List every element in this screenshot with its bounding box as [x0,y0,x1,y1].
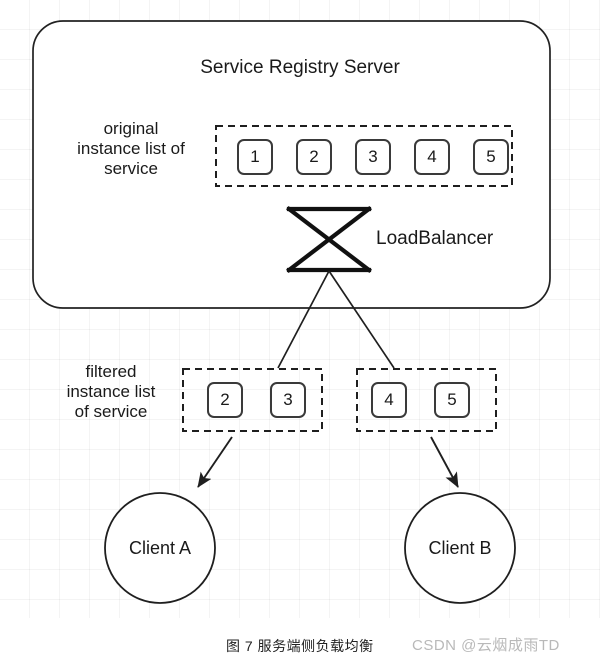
instance-node-label: 5 [486,147,496,166]
instance-node-box [270,382,306,418]
instance-node-box [473,139,509,175]
instance-node-box [434,382,470,418]
original-instance-group-box [215,125,513,187]
watermark: CSDN @云烟成雨TD [412,637,560,654]
filtered-group-b-box [356,368,497,432]
client-a-circle [104,492,216,604]
instance-node-label: 4 [384,390,394,409]
load-balancer-label: LoadBalancer [376,228,494,249]
instance-node-label: 2 [309,147,319,166]
arrow-group-b-to-client-b [430,436,459,488]
instance-node-label: 5 [447,390,457,409]
filtered-instance-list-label: filtered instance list of service [66,362,156,422]
client-a-label: Client A [128,538,192,558]
instance-node-label: 3 [283,390,293,409]
instance-node-box [355,139,391,175]
figure-caption: 图 7 服务端侧负载均衡 [226,638,374,654]
hourglass-bowtie-icon [286,206,372,273]
client-b-circle [404,492,516,604]
instance-node-box [237,139,273,175]
original-instance-list-label: original instance list of service [77,119,185,179]
arrow-group-a-to-client-a [197,436,233,488]
connector-lb-to-group-b [328,270,395,369]
instance-node-box [296,139,332,175]
server-title: Service Registry Server [200,57,400,78]
instance-node-box [207,382,243,418]
instance-node-label: 2 [220,390,230,409]
instance-node-label: 1 [250,147,260,166]
instance-node-label: 4 [427,147,437,166]
filtered-group-a-box [182,368,323,432]
instance-node-box [371,382,407,418]
service-registry-server-box [32,20,551,309]
connector-lb-to-group-a [277,270,330,369]
client-b-label: Client B [428,538,492,558]
instance-node-label: 3 [368,147,378,166]
instance-node-box [414,139,450,175]
